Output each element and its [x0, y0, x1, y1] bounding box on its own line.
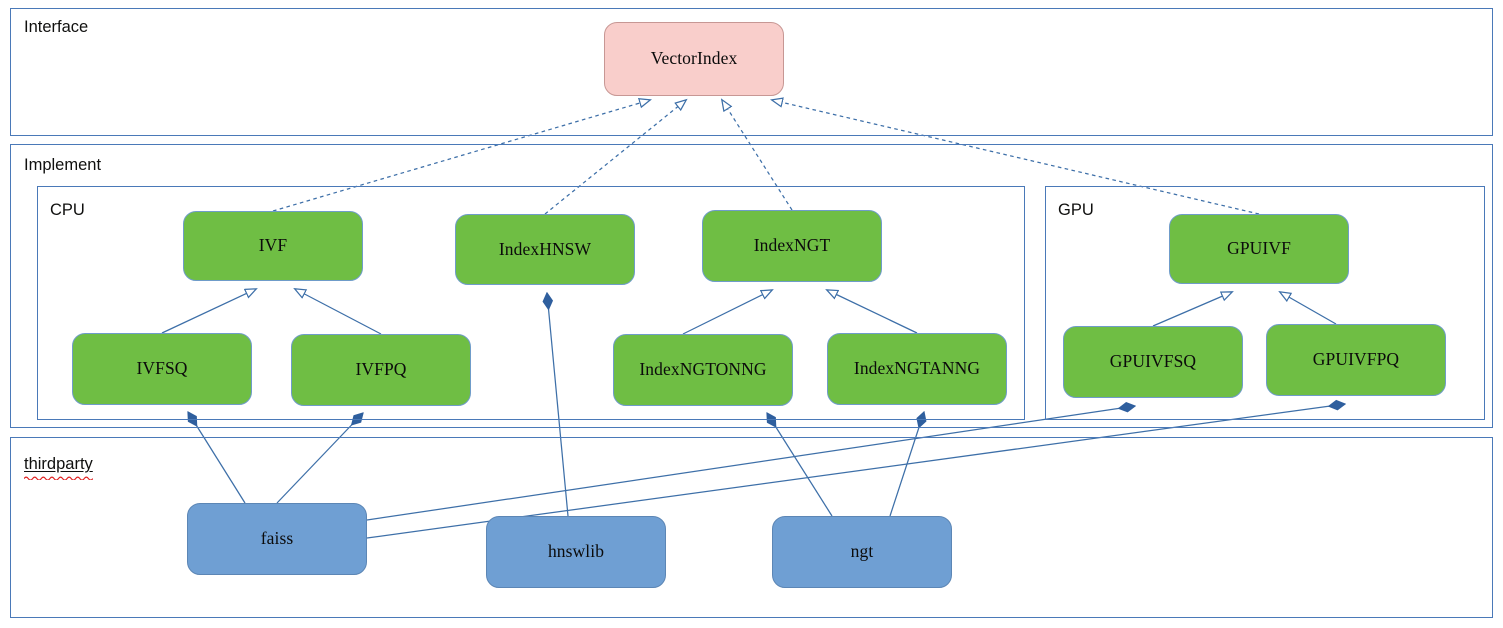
node-gpuivf[interactable]: GPUIVF — [1169, 214, 1349, 284]
node-vectorindex[interactable]: VectorIndex — [604, 22, 784, 96]
node-indexngtanng[interactable]: IndexNGTANNG — [827, 333, 1007, 405]
group-label-thirdparty: thirdparty — [24, 455, 93, 480]
node-hnswlib[interactable]: hnswlib — [486, 516, 666, 588]
group-label-cpu: CPU — [50, 201, 85, 219]
spellcheck-squiggle-icon — [24, 476, 93, 480]
node-ngt[interactable]: ngt — [772, 516, 952, 588]
group-implement[interactable] — [10, 144, 1493, 428]
node-gpuivfpq[interactable]: GPUIVFPQ — [1266, 324, 1446, 396]
node-ivf[interactable]: IVF — [183, 211, 363, 281]
group-gpu[interactable] — [1045, 186, 1485, 420]
group-label-thirdparty-text: thirdparty — [24, 455, 93, 473]
node-indexhnsw[interactable]: IndexHNSW — [455, 214, 635, 285]
node-faiss[interactable]: faiss — [187, 503, 367, 575]
node-gpuivfsq[interactable]: GPUIVFSQ — [1063, 326, 1243, 398]
group-thirdparty[interactable] — [10, 437, 1493, 618]
node-ivfsq[interactable]: IVFSQ — [72, 333, 252, 405]
node-indexngtonng[interactable]: IndexNGTONNG — [613, 334, 793, 406]
node-ivfpq[interactable]: IVFPQ — [291, 334, 471, 406]
group-label-gpu: GPU — [1058, 201, 1094, 219]
node-indexngt[interactable]: IndexNGT — [702, 210, 882, 282]
group-cpu[interactable] — [37, 186, 1025, 420]
group-interface[interactable] — [10, 8, 1493, 136]
group-label-implement: Implement — [24, 156, 102, 174]
group-label-interface: Interface — [24, 18, 89, 36]
